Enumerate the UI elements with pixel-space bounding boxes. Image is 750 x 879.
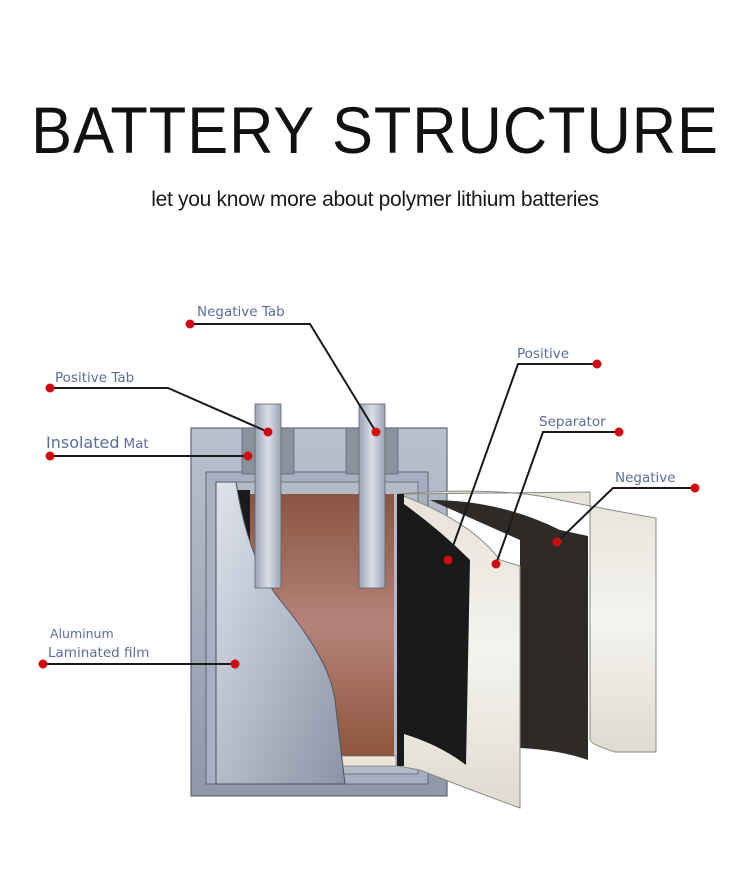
peeled-aluminum-film — [215, 481, 346, 785]
marker-dot — [690, 483, 700, 493]
label-insolated-mat: Insolated Mat — [46, 433, 149, 452]
marker-dot — [243, 451, 253, 461]
marker-dot — [185, 319, 195, 329]
marker-dot — [592, 359, 602, 369]
page-subtitle: let you know more about polymer lithium … — [151, 188, 599, 211]
marker-dot — [38, 659, 48, 669]
label-separator: Separator — [539, 414, 606, 430]
marker-dot — [443, 555, 453, 565]
marker-dot — [45, 383, 55, 393]
negative-tab — [358, 403, 386, 589]
label-insolated-mat-suffix: Mat — [124, 436, 149, 452]
marker-dot — [614, 427, 624, 437]
marker-dot — [371, 427, 381, 437]
label-aluminum-line2: Laminated film — [48, 645, 149, 661]
positive-sheet — [404, 504, 470, 765]
label-insolated-mat-main: Insolated — [46, 433, 120, 452]
label-positive: Positive — [517, 346, 569, 362]
label-positive-tab: Positive Tab — [55, 370, 134, 386]
label-aluminum-line1: Aluminum — [50, 626, 114, 641]
marker-dot — [552, 537, 562, 547]
marker-dot — [45, 451, 55, 461]
negative-sheet — [430, 500, 588, 760]
label-negative-tab: Negative Tab — [197, 304, 285, 320]
marker-dot — [263, 427, 273, 437]
marker-dots — [38, 319, 700, 669]
leader-lines — [43, 323, 695, 665]
marker-dot — [230, 659, 240, 669]
page-title: BATTERY STRUCTURE — [31, 93, 719, 167]
layered-electrode-sheets — [397, 490, 657, 809]
label-negative: Negative — [615, 470, 676, 486]
marker-dot — [491, 559, 501, 569]
